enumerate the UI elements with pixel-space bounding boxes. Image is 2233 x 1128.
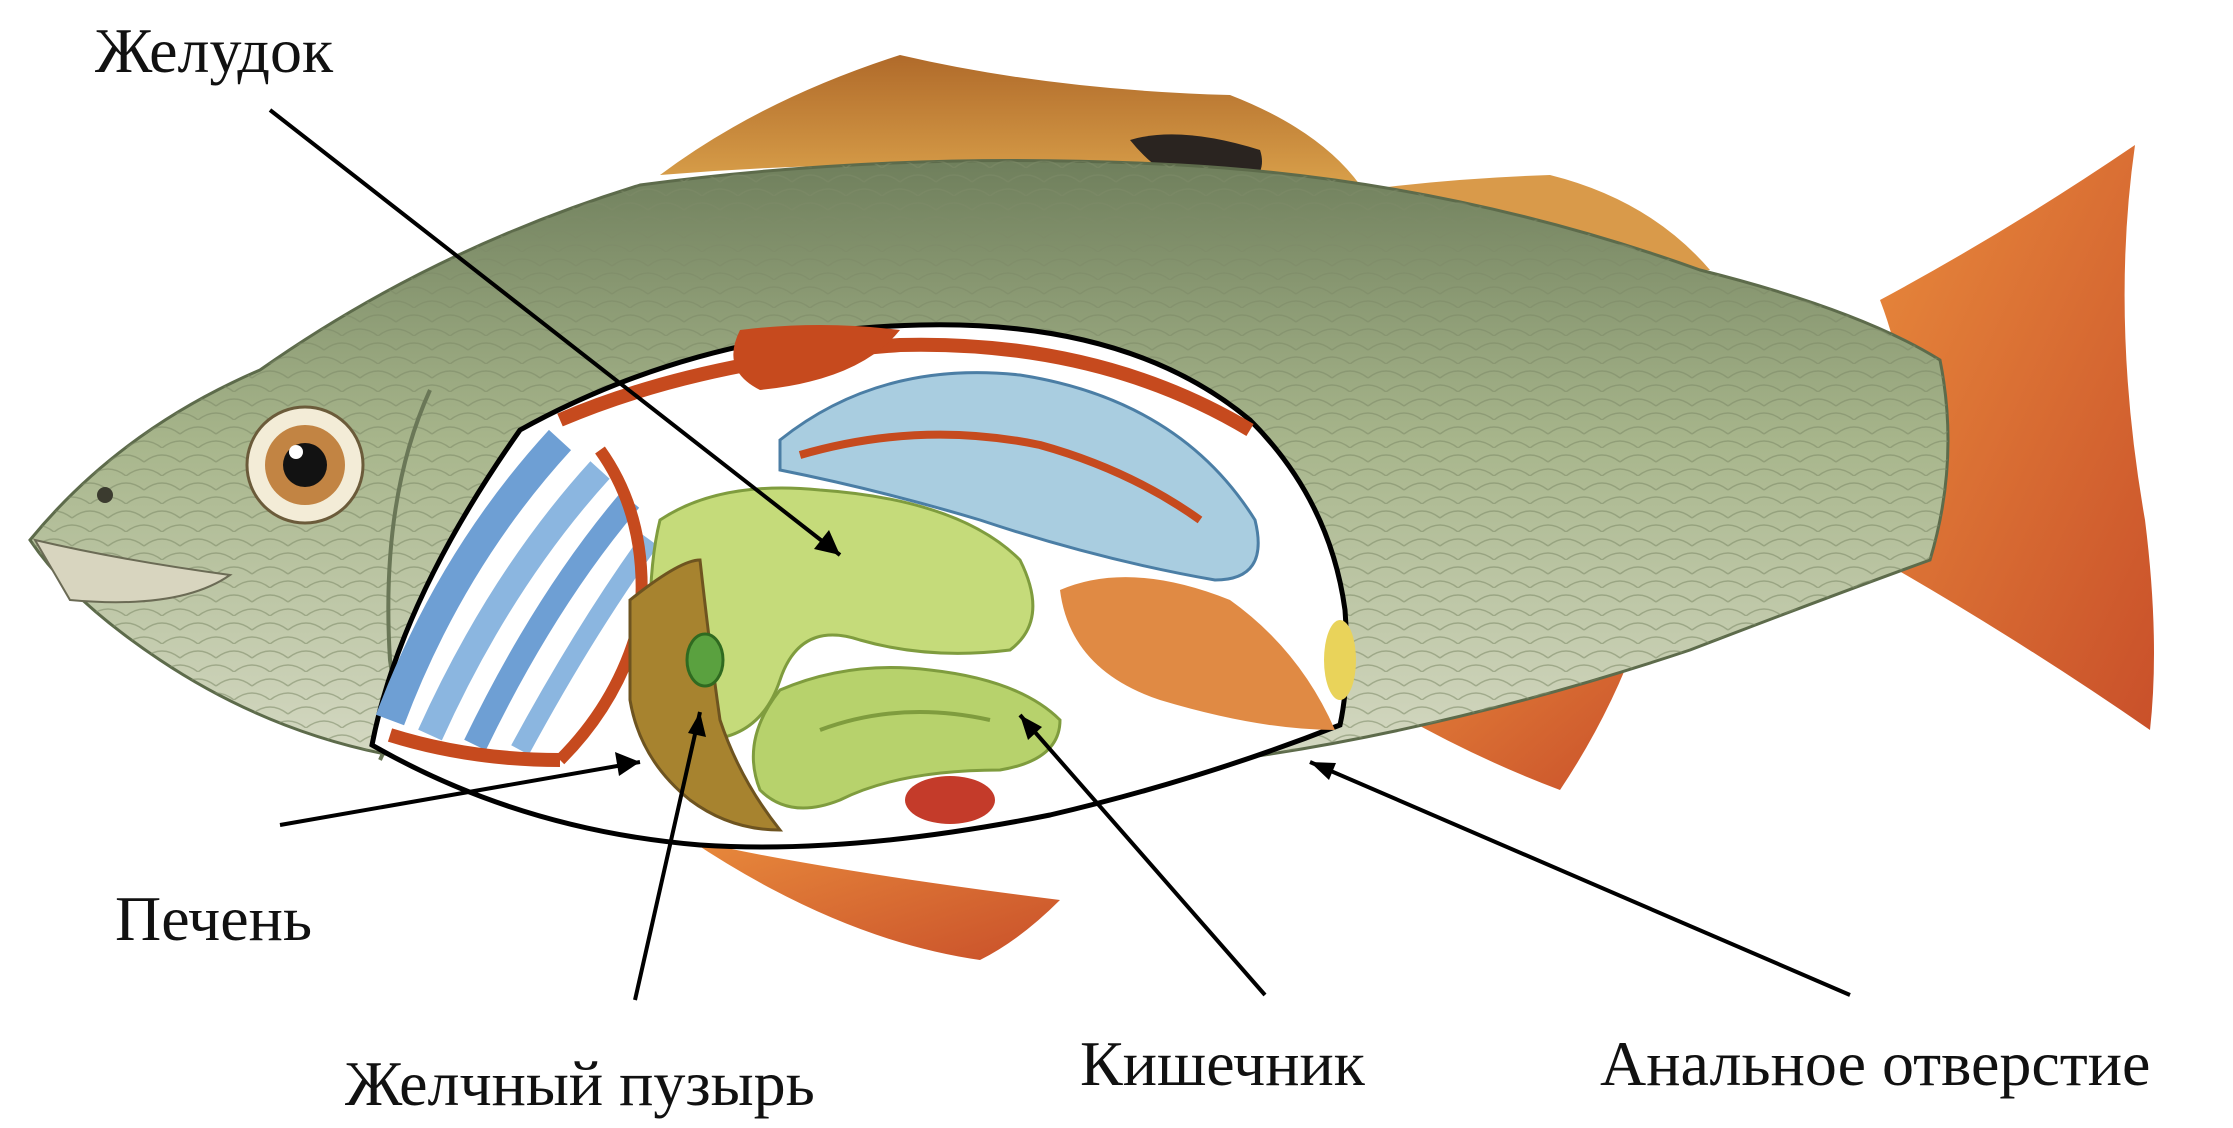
arrowhead-anus [1310, 762, 1336, 780]
nostril [97, 487, 113, 503]
label-gallbladder: Желчный пузырь [345, 1048, 815, 1119]
label-liver: Печень [115, 883, 312, 954]
spleen [905, 776, 995, 824]
gallbladder [687, 634, 723, 686]
label-intestine: Кишечник [1080, 1028, 1366, 1099]
eye-highlight [289, 445, 303, 459]
label-stomach: Желудок [95, 15, 334, 86]
pointer-anus [1310, 762, 1850, 995]
urinary-bladder [1324, 620, 1356, 700]
label-anus: Анальное отверстие [1600, 1028, 2150, 1099]
pelvic-fin [690, 840, 1060, 960]
